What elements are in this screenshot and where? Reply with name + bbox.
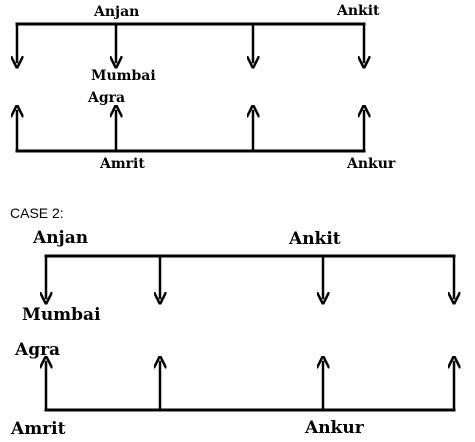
- case1-label-anjan: Anjan: [93, 4, 139, 20]
- case1-top-row: [17, 22, 364, 62]
- case1-label-agra: Agra: [87, 90, 125, 106]
- case2-label-ankur: Ankur: [304, 418, 365, 438]
- case1-label-ankur: Ankur: [346, 156, 396, 172]
- case1-diagram: Anjan Ankit Mumbai Agra Amrit Ankur: [17, 3, 396, 172]
- case2-label-anjan: Anjan: [32, 228, 88, 248]
- case2-label-ankit: Ankit: [288, 229, 341, 249]
- case2-label-agra: Agra: [14, 340, 60, 360]
- case2-bottom-row: [46, 362, 454, 412]
- case2-heading: CASE 2:: [10, 205, 64, 221]
- case2-label-mumbai: Mumbai: [22, 305, 101, 325]
- case2-diagram: Anjan Ankit Mumbai Agra Amrit Ankur: [10, 228, 454, 439]
- case1-label-mumbai: Mumbai: [91, 68, 156, 84]
- case1-label-amrit: Amrit: [99, 156, 145, 172]
- case1-bottom-row: [17, 111, 364, 153]
- case2-label-amrit: Amrit: [10, 419, 66, 439]
- case1-label-ankit: Ankit: [336, 3, 380, 19]
- case2-top-row: [46, 254, 454, 298]
